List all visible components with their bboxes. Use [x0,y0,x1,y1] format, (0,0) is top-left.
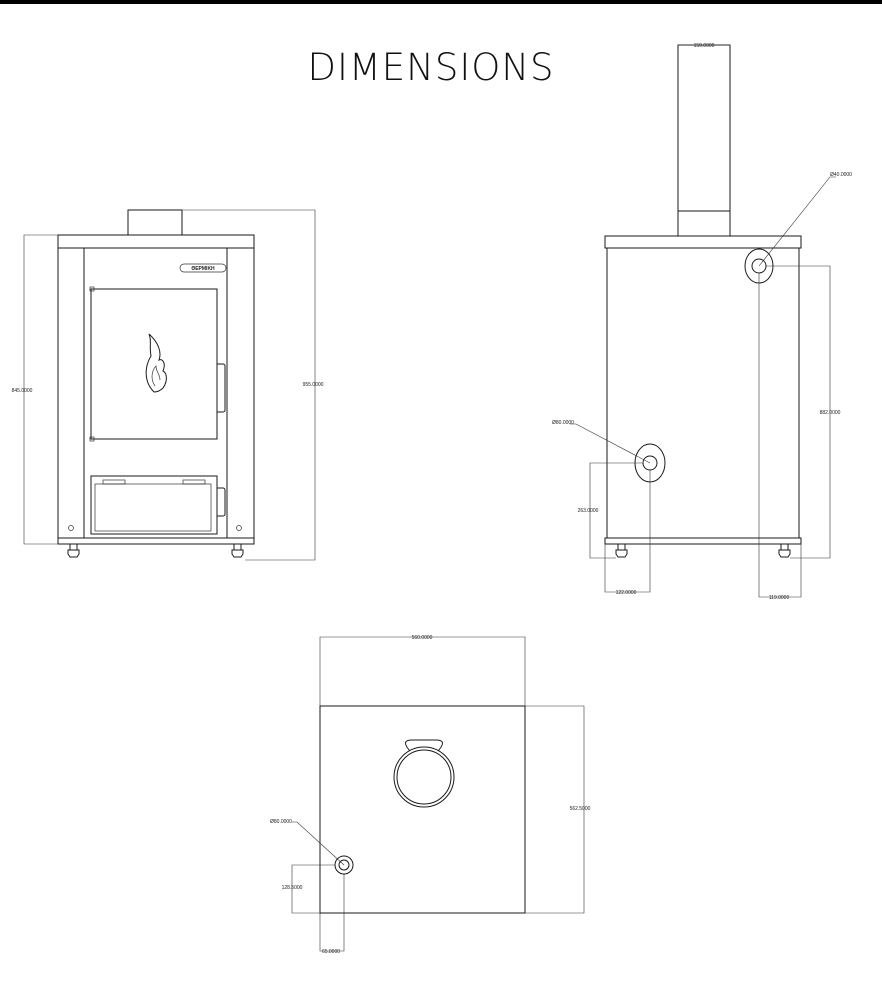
dim-top-depth: 562.5000 [570,806,591,812]
dim-body-height: 845.0000 [12,388,33,394]
door-hinge-top [89,286,95,292]
dim-top-width: 560.0000 [412,635,433,641]
dim-top-pipe-diameter: Ø80.0000 [270,819,292,825]
ash-drawer [90,475,218,535]
top-flue-outer [393,746,455,808]
leader-top-pipe-diameter [292,821,345,866]
dim-top-pipe-x: 65.0000 [322,949,340,955]
dim-line-top-depth [525,705,585,914]
dim-line-total-height [182,209,316,561]
top-bar [0,0,882,4]
dim-lower-pipe-offset: 122.0000 [616,590,637,596]
dim-total-height: 955.0000 [303,382,324,388]
ash-drawer-tab-right [182,479,206,485]
side-view: 150.0000 Ø40.0000 882.0000 Ø80.0000 263.… [552,43,852,601]
top-flue-inner [396,749,452,805]
side-top-cap [604,235,802,249]
dim-top-pipe-y: 128.5000 [282,885,303,891]
top-flue-neck [405,739,443,752]
dim-line-lower-pipe-offset [604,470,651,593]
top-body [319,705,526,914]
front-top-cap [57,234,255,249]
dim-line-top-width [319,636,526,706]
dim-line-body-height [23,234,58,545]
front-base [57,537,255,545]
side-body [606,247,800,539]
dim-lower-pipe-diameter: Ø80.0000 [552,420,574,426]
leader-upper-pipe-diameter [758,176,836,267]
brand-badge-text: ΘΕΡΜΙΚΗ [191,266,215,272]
front-flue [127,209,183,236]
front-view: ΘΕΡΜΙΚΗ 845.0000 955.0000 [12,209,324,561]
dim-lower-pipe-height: 263.0000 [578,508,599,514]
side-flue-upper [677,44,731,212]
ash-drawer-handle [217,487,226,517]
ash-drawer-inner [94,483,212,532]
dim-line-top-pipe-x [319,874,345,952]
flame-icon [145,333,167,393]
page-title: DIMENSIONS [307,46,555,89]
dim-line-lower-pipe-height [589,462,643,559]
dim-line-upper-pipe-offset [758,273,802,598]
leader-lower-pipe-diameter [570,423,651,464]
top-pipe-inner [338,859,350,871]
front-left-bolt [68,525,74,531]
fire-door [90,288,218,440]
dim-line-upper-pipe-height [766,265,831,559]
door-hinge-bottom [89,436,95,442]
fire-door-handle [217,363,226,413]
front-left-leg [67,544,80,558]
dim-upper-pipe-offset: 119.0000 [769,595,790,601]
dim-line-top-pipe-y [291,864,335,914]
dim-upper-pipe-height: 882.0000 [820,410,841,416]
dim-flue-width: 150.0000 [694,43,715,49]
front-right-leg [231,544,244,558]
top-view: 560.0000 562.5000 Ø80.0000 128.5000 65.0… [270,635,591,955]
front-right-bolt [236,525,242,531]
brand-badge [179,263,227,273]
dim-upper-pipe-diameter: Ø40.0000 [830,172,852,178]
side-flue-lower [677,210,731,237]
side-base [604,537,802,545]
side-left-leg [615,544,628,558]
side-right-leg [778,544,791,558]
ash-drawer-tab-left [102,479,126,485]
